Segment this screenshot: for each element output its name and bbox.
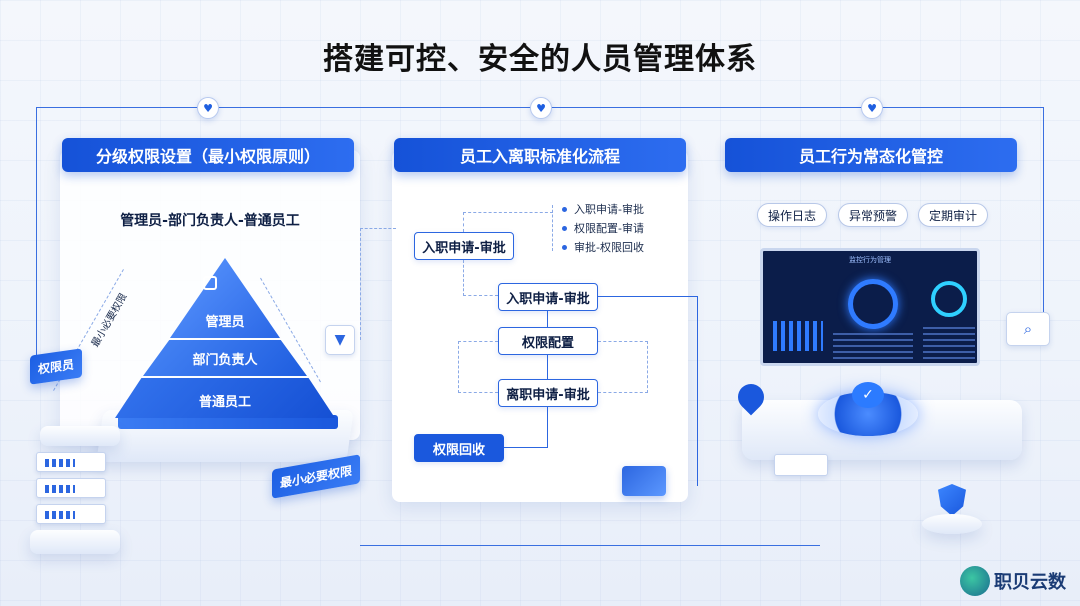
- dashboard-title: 监控行为管理: [849, 256, 891, 264]
- flow-step-onboarding: 入职申请-审批: [498, 283, 598, 311]
- entry-to-flow-dashed-line: [463, 260, 498, 296]
- pyramid-middle-layer: 部门负责人: [143, 340, 307, 376]
- dashboard-table: [833, 333, 913, 359]
- shield-platform: [922, 514, 982, 534]
- operation-log-pill: 操作日志: [757, 203, 827, 227]
- flow-step-permission-config: 权限配置: [498, 327, 598, 355]
- search-monitor-icon: ⌕: [1006, 312, 1050, 346]
- flow-step-offboarding: 离职申请-审批: [498, 379, 598, 407]
- pyramid-layer-label: 管理员: [205, 315, 245, 330]
- id-card-icon: [622, 466, 666, 496]
- anomaly-alert-pill: 异常预警: [838, 203, 908, 227]
- periodic-audit-pill: 定期审计: [918, 203, 988, 227]
- connector-heart-icon: ♥: [530, 97, 552, 119]
- brand-logo-icon: [960, 566, 990, 596]
- server-base: [30, 530, 120, 554]
- page-title: 搭建可控、安全的人员管理体系: [323, 42, 757, 77]
- brand-name: 职贝云数: [994, 572, 1066, 593]
- monitoring-dashboard: 监控行为管理: [760, 248, 980, 366]
- secure-box-icon: ▼: [325, 325, 355, 355]
- left-panel-to-flow-dashed-line: [360, 228, 396, 340]
- pyramid-layer-label: 部门负责人: [192, 353, 258, 368]
- connector-heart-icon: ♥: [861, 97, 883, 119]
- report-card-icon: [774, 454, 828, 476]
- onboarding-panel-header: 员工入离职标准化流程: [394, 138, 686, 172]
- flow-right-loop-line: [598, 341, 648, 393]
- pyramid-base-glow: [118, 415, 338, 429]
- server-platform: [40, 426, 120, 446]
- pyramid-layer-label: 普通员工: [198, 395, 251, 410]
- onboarding-entry-box: 入职申请-审批: [414, 232, 514, 260]
- permission-revoke-box: 权限回收: [414, 434, 504, 462]
- entry-to-list-dashed-line: [463, 212, 553, 232]
- dashboard-to-flow-line: [598, 296, 698, 486]
- pyramid-stack-icon: [203, 276, 217, 290]
- brand-logo: 职贝云数: [960, 566, 1066, 596]
- list-item: 入职申请-审批: [562, 200, 644, 219]
- flow-arrow-down: [547, 355, 548, 379]
- dashboard-gauge-ring: [848, 279, 898, 329]
- permission-panel-header: 分级权限设置（最小权限原则）: [62, 138, 354, 172]
- dashboard-chart-bars: [773, 321, 823, 351]
- list-item: 权限配置-审请: [562, 219, 644, 238]
- frame-bottom-line: [360, 545, 820, 546]
- flow-arrow-down: [547, 311, 548, 327]
- server-unit: [36, 504, 106, 524]
- revoke-connector-line: [504, 407, 548, 448]
- bullet-bracket-line: [552, 205, 562, 251]
- server-unit: [36, 478, 106, 498]
- role-hierarchy-label: 管理员-部门负责人-普通员工: [120, 213, 300, 229]
- list-item: 审批-权限回收: [562, 238, 644, 257]
- flow-left-loop-line: [458, 341, 498, 393]
- connector-heart-icon: ♥: [197, 97, 219, 119]
- frame-left-line: [36, 107, 37, 357]
- behavior-panel-header: 员工行为常态化管控: [725, 138, 1017, 172]
- check-shield-icon: ✓: [852, 382, 884, 408]
- onboarding-steps-list: 入职申请-审批 权限配置-审请 审批-权限回收: [562, 200, 644, 257]
- frame-right-line: [1043, 107, 1044, 312]
- dashboard-list: [923, 327, 975, 359]
- dashboard-small-ring: [931, 281, 967, 317]
- pyramid-bottom-layer: 普通员工: [115, 378, 335, 418]
- server-unit: [36, 452, 106, 472]
